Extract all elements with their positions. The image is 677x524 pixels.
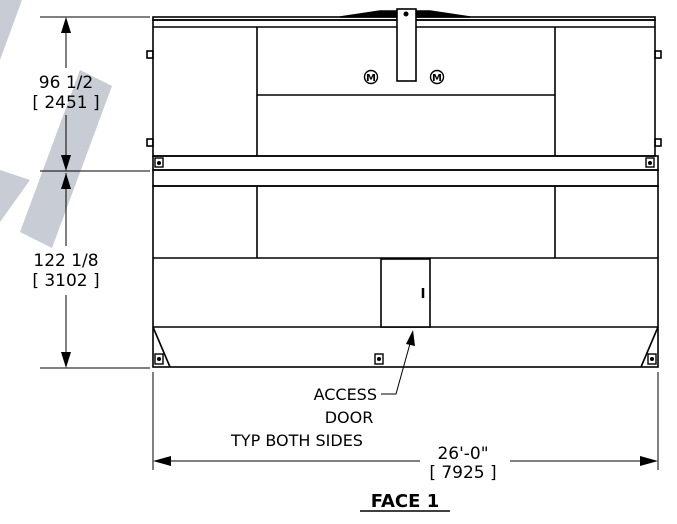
access-door [380,258,431,328]
callout-line-2: DOOR [325,408,374,427]
drawing-title: FACE 1 [371,491,439,512]
watermark [0,0,112,248]
dim-upper-metric: [ 2451 ] [32,93,99,113]
base-chamfer-left [152,326,171,368]
dim-lower-imperial: 122 1/8 [33,251,98,271]
lower-rail-band [152,169,659,187]
lifting-bracket [396,8,417,82]
side-clip-lower-left [146,138,154,147]
callout-leader [381,339,412,395]
dim-upper-imperial: 96 1/2 [39,73,93,93]
dim-width-imperial: 26'-0" [437,444,488,464]
lifting-bracket-pin [403,11,409,17]
dim-lower-metric: [ 3102 ] [32,271,99,291]
dimension-arrows [61,17,658,466]
lower-body [152,185,659,368]
logo-right: M [429,69,445,85]
dim-width-metric: [ 7925 ] [429,463,496,483]
lower-module [152,155,659,368]
svg-text:M: M [366,73,376,84]
callout-line-3: TYP BOTH SIDES [230,431,363,450]
upper-rail-band [152,155,659,171]
svg-text:M: M [432,73,442,84]
upper-module [146,8,662,157]
logo-left: M [363,69,379,85]
side-clip-upper-left [146,50,154,59]
corner-fittings [154,157,657,365]
callout-line-1: ACCESS [314,385,377,404]
side-clip-lower-right [654,138,662,147]
base-chamfer-right [640,326,659,368]
side-clip-upper-right [654,50,662,59]
dimension-lines [40,16,659,470]
callout-arrowhead [406,330,415,346]
